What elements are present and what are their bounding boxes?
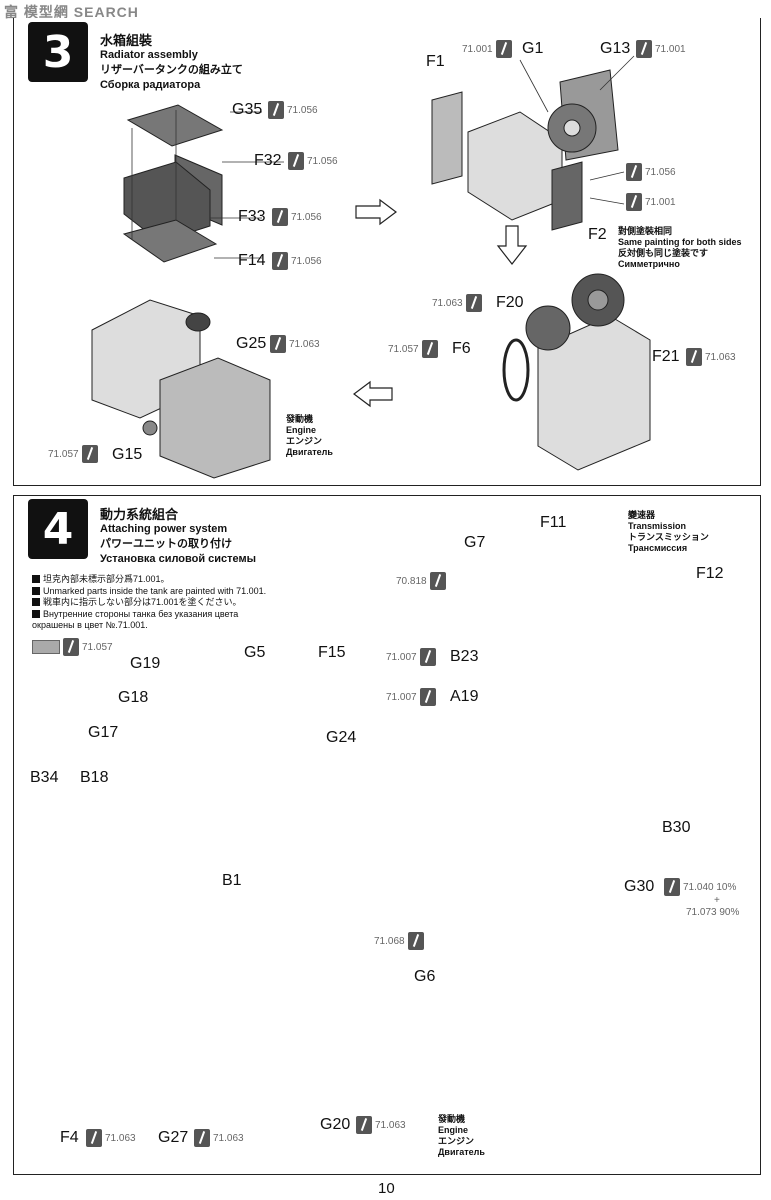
- part-label-a19: A19: [450, 688, 479, 705]
- paint-code-side-2: 71.001: [626, 193, 676, 211]
- fan-cover-drawing: [502, 273, 651, 471]
- brush-icon: [63, 638, 79, 656]
- color-swatch: [32, 640, 60, 654]
- part-label-g7: G7: [464, 534, 486, 551]
- paint-mix-plus: +: [714, 895, 720, 906]
- brush-icon: [272, 208, 288, 226]
- brush-icon: [86, 1129, 102, 1147]
- part-label-g35: G35: [232, 101, 263, 118]
- step-4-panel: [13, 495, 761, 1175]
- brush-icon: [626, 163, 642, 181]
- radiator-assembled-drawing: [431, 69, 619, 231]
- paint-code-g35: 71.056: [268, 101, 318, 119]
- paint-code-g27: 71.063: [194, 1129, 244, 1147]
- part-label-g30: G30: [624, 878, 655, 895]
- part-label-f14: F14: [238, 252, 266, 269]
- engine-drawing-step3: [91, 299, 271, 479]
- paint-code-g30-secondary: 71.073 90%: [686, 907, 740, 918]
- radiator-exploded-drawing: [122, 104, 224, 263]
- brush-icon: [419, 648, 436, 666]
- part-label-b18: B18: [80, 769, 109, 786]
- part-label-f15: F15: [318, 644, 346, 661]
- part-label-g19: G19: [130, 655, 161, 672]
- part-label-g27: G27: [158, 1129, 189, 1146]
- paint-code-g25: 71.063: [270, 335, 320, 353]
- part-label-f33: F33: [238, 208, 266, 225]
- paint-swatch-legend: 71.057: [32, 638, 113, 656]
- step-4-notes: 坦克內部未標示部分爲71.001。 Unmarked parts inside …: [32, 574, 267, 630]
- part-label-g24: G24: [326, 729, 357, 746]
- step-3-badge: 3: [28, 22, 88, 82]
- brush-icon: [419, 688, 436, 706]
- brush-icon: [626, 193, 642, 211]
- step-4-title: 動力系統組合 Attaching power system パワーユニットの取り…: [100, 507, 257, 565]
- brush-icon: [407, 932, 424, 950]
- part-label-g13: G13: [600, 40, 631, 57]
- part-label-g5: G5: [244, 644, 266, 661]
- part-label-g15: G15: [112, 446, 143, 463]
- part-label-f1: F1: [426, 53, 445, 70]
- paint-code-f33: 71.056: [272, 208, 322, 226]
- paint-code-g1: 71.001: [462, 40, 512, 58]
- brush-icon: [686, 348, 702, 366]
- watermark-logo: 富 模型網 SEARCH: [4, 4, 139, 20]
- brush-icon: [636, 40, 652, 58]
- brush-icon: [429, 572, 446, 590]
- paint-code-g15: 71.057: [48, 445, 98, 463]
- brush-icon: [272, 252, 288, 270]
- paint-code-f21: 71.063: [686, 348, 736, 366]
- part-label-f11: F11: [540, 514, 567, 531]
- paint-code-f20: 71.063: [432, 294, 482, 312]
- part-label-g25: G25: [236, 335, 267, 352]
- part-label-g18: G18: [118, 689, 149, 706]
- paint-code-g30: 71.040 10%: [664, 878, 736, 896]
- part-label-g6: G6: [414, 968, 436, 985]
- part-label-b34: B34: [30, 769, 59, 786]
- part-label-g20: G20: [320, 1116, 351, 1133]
- part-label-b30: B30: [662, 819, 691, 836]
- part-label-f20: F20: [496, 294, 524, 311]
- brush-icon: [664, 878, 680, 896]
- step3-arrows: [353, 198, 528, 408]
- part-label-b1: B1: [222, 872, 242, 889]
- paint-code-g13: 71.001: [636, 40, 686, 58]
- step-4-badge: 4: [28, 499, 88, 559]
- part-label-g1: G1: [522, 40, 544, 57]
- part-label-f4: F4: [60, 1129, 79, 1146]
- brush-icon: [288, 152, 304, 170]
- part-label-b23: B23: [450, 648, 479, 665]
- paint-code-b23: 71.007: [386, 648, 436, 666]
- part-label-g17: G17: [88, 724, 119, 741]
- step-3-title: 水箱組裝 Radiator assembly リザーバータンクの組み立て Сбо…: [100, 33, 243, 91]
- part-label-f12: F12: [696, 565, 724, 582]
- part-label-f21: F21: [652, 348, 680, 365]
- brush-icon: [270, 335, 286, 353]
- brush-icon: [465, 294, 482, 312]
- paint-code-g6: 71.068: [374, 932, 424, 950]
- paint-code-a19: 71.007: [386, 688, 436, 706]
- part-label-f2: F2: [588, 226, 607, 243]
- paint-code-g7: 70.818: [396, 572, 446, 590]
- brush-icon: [81, 445, 98, 463]
- part-label-f32: F32: [254, 152, 282, 169]
- paint-code-f4: 71.063: [86, 1129, 136, 1147]
- part-label-f6: F6: [452, 340, 471, 357]
- paint-code-f32: 71.056: [288, 152, 338, 170]
- brush-icon: [356, 1116, 372, 1134]
- brush-icon: [194, 1129, 210, 1147]
- paint-code-g20: 71.063: [356, 1116, 406, 1134]
- page-number: 10: [378, 1180, 395, 1197]
- paint-code-side-1: 71.056: [626, 163, 676, 181]
- paint-code-f6: 71.057: [388, 340, 438, 358]
- brush-icon: [495, 40, 512, 58]
- paint-code-f14: 71.056: [272, 252, 322, 270]
- brush-icon: [421, 340, 438, 358]
- brush-icon: [268, 101, 284, 119]
